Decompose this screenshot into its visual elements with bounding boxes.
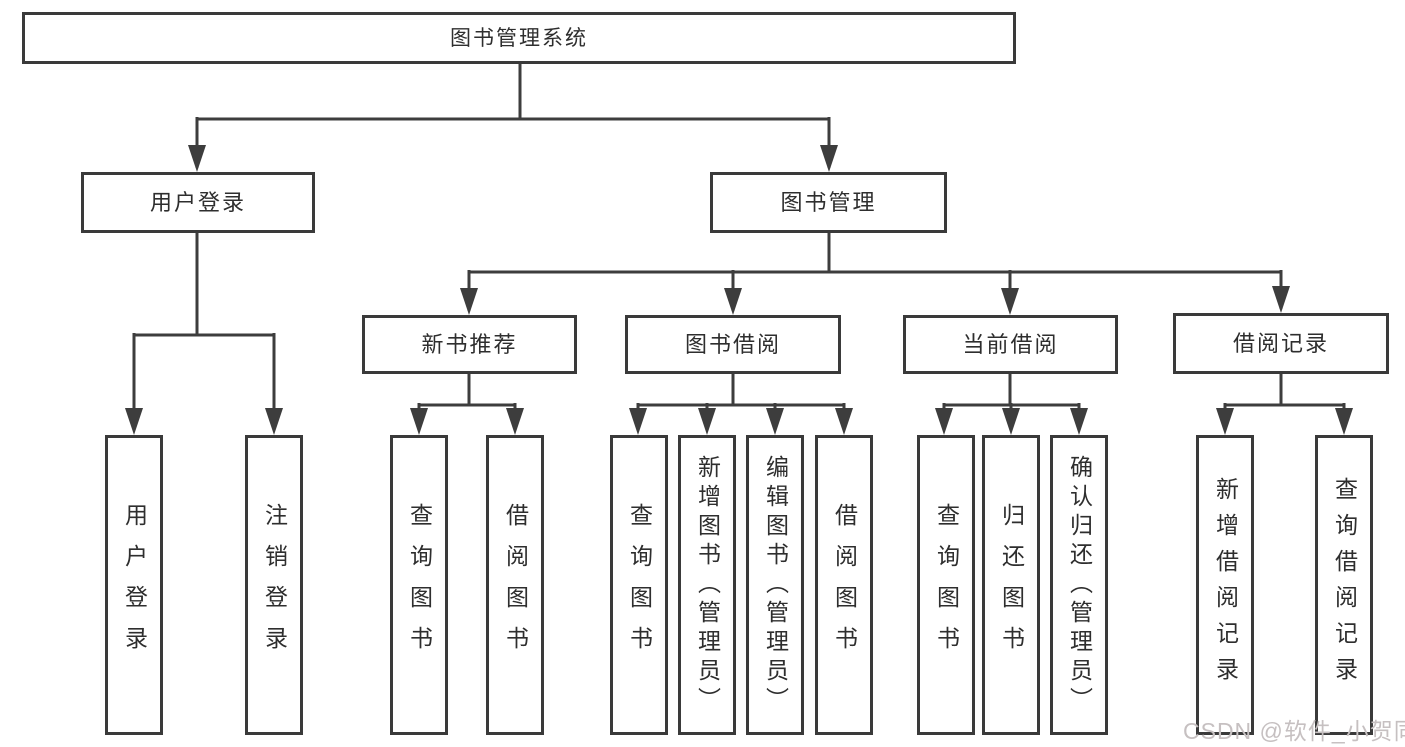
watermark-text: CSDN @软件_小贺同学 xyxy=(1183,718,1405,744)
leaf-add-borrow-record: 新增借阅记录 xyxy=(1196,435,1254,735)
node-current-borrow: 当前借阅 xyxy=(903,315,1118,374)
leaf-borrow-books-recommend: 借阅图书 xyxy=(486,435,544,735)
node-book-borrow: 图书借阅 xyxy=(625,315,841,374)
leaf-add-books-admin: 新增图书（管理员） xyxy=(678,435,736,735)
leaf-return-books: 归还图书 xyxy=(982,435,1040,735)
leaf-logout-label: 注销登录 xyxy=(261,503,288,667)
tree-edges xyxy=(132,64,1346,430)
node-user-login-label: 用户登录 xyxy=(149,189,246,215)
node-borrow-records: 借阅记录 xyxy=(1173,313,1389,374)
node-library-system-label: 图书管理系统 xyxy=(450,26,588,50)
node-book-management: 图书管理 xyxy=(710,172,947,233)
leaf-query-books-current: 查询图书 xyxy=(917,435,975,735)
leaf-edit-books-admin-label: 编辑图书（管理员） xyxy=(762,454,789,716)
leaf-user-login-label: 用户登录 xyxy=(121,503,148,667)
leaf-user-login: 用户登录 xyxy=(105,435,163,735)
leaf-query-books-borrow-label: 查询图书 xyxy=(626,503,653,667)
leaf-query-books-recommend-label: 查询图书 xyxy=(406,503,433,667)
node-borrow-records-label: 借阅记录 xyxy=(1232,330,1329,356)
leaf-borrow-books-recommend-label: 借阅图书 xyxy=(502,503,529,667)
node-user-login: 用户登录 xyxy=(81,172,315,233)
node-book-management-label: 图书管理 xyxy=(780,189,877,215)
leaf-query-borrow-record: 查询借阅记录 xyxy=(1315,435,1373,735)
arrowheads xyxy=(125,145,1353,435)
leaf-query-books-borrow: 查询图书 xyxy=(610,435,668,735)
leaf-confirm-return-admin: 确认归还（管理员） xyxy=(1050,435,1108,735)
leaf-confirm-return-admin-label: 确认归还（管理员） xyxy=(1066,454,1093,716)
node-library-system: 图书管理系统 xyxy=(22,12,1016,64)
leaf-query-books-recommend: 查询图书 xyxy=(390,435,448,735)
leaf-edit-books-admin: 编辑图书（管理员） xyxy=(746,435,804,735)
leaf-borrow-books: 借阅图书 xyxy=(815,435,873,735)
leaf-logout: 注销登录 xyxy=(245,435,303,735)
leaf-query-books-current-label: 查询图书 xyxy=(933,503,960,667)
leaf-query-borrow-record-label: 查询借阅记录 xyxy=(1331,477,1358,693)
leaf-add-books-admin-label: 新增图书（管理员） xyxy=(694,454,721,716)
leaf-return-books-label: 归还图书 xyxy=(998,503,1025,667)
node-current-borrow-label: 当前借阅 xyxy=(962,331,1059,357)
node-new-book-recommend: 新书推荐 xyxy=(362,315,577,374)
leaf-borrow-books-label: 借阅图书 xyxy=(831,503,858,667)
node-new-book-recommend-label: 新书推荐 xyxy=(421,331,518,357)
leaf-add-borrow-record-label: 新增借阅记录 xyxy=(1212,477,1239,693)
node-book-borrow-label: 图书借阅 xyxy=(684,331,781,357)
